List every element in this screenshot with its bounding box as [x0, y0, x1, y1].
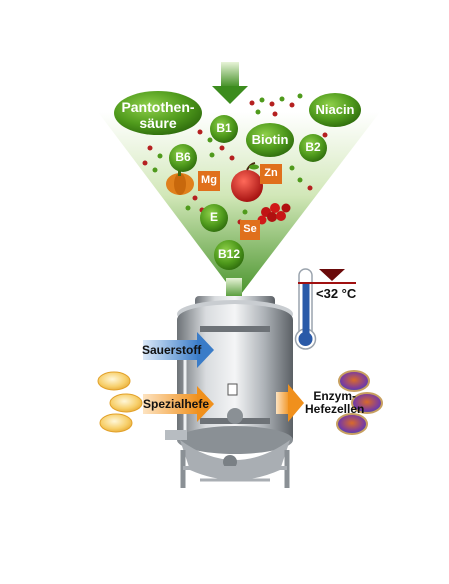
vitamin-b1-label: B1: [216, 121, 232, 135]
selenium-label: Se: [243, 223, 257, 235]
top-inflow-arrow: [212, 62, 248, 104]
pantothenic-acid-line1: Pantothen-: [121, 99, 195, 115]
magnesium-label: Mg: [201, 174, 217, 186]
biotin-label: Biotin: [251, 132, 289, 147]
vitamin-e-ball: [200, 204, 228, 232]
vitamin-b2-label: B2: [305, 140, 321, 154]
vitamin-e-label: E: [209, 210, 218, 224]
zinc-label: Zn: [264, 167, 278, 179]
niacin-ball: [309, 93, 361, 127]
thermometer-icon: [294, 268, 356, 350]
pantothenic-acid-ball: [114, 91, 202, 135]
apple-fruit: [231, 162, 263, 202]
oxygen-label: Sauerstoff: [142, 343, 202, 357]
enzyme-yeast-label: Enzym- Hefezellen: [305, 390, 364, 415]
vitamin-b12-label: B12: [217, 247, 240, 261]
enzyme-yeast-cells: [336, 370, 383, 435]
vitamin-b1-ball: [210, 115, 238, 143]
special-yeast-discs: [97, 371, 143, 433]
enzyme-yeast-line1: Enzym-: [313, 389, 357, 403]
pantothenic-acid-label: Pantothen- säure: [114, 99, 202, 131]
temperature-label: <32 °C: [316, 286, 357, 301]
enzyme-yeast-line2: Hefezellen: [305, 401, 365, 416]
vitamin-b6-label: B6: [175, 150, 191, 164]
output-arrow: [276, 384, 304, 422]
vitamin-b6-ball: [169, 144, 197, 172]
selenium-square: [240, 220, 260, 240]
micronutrient-dots: [142, 93, 328, 225]
pantothenic-acid-line2: säure: [139, 115, 177, 131]
pumpkin-fruit: [166, 170, 194, 195]
yeast-inflow-arrow: [143, 386, 214, 422]
fermenter-tank: [165, 296, 293, 488]
oxygen-inflow-arrow: [143, 332, 214, 368]
vitamin-b2-ball: [299, 134, 327, 162]
vitamin-b12-ball: [214, 240, 244, 270]
biotin-ball: [246, 123, 294, 157]
magnesium-square: [198, 171, 220, 191]
zinc-square: [260, 164, 282, 184]
niacin-label: Niacin: [315, 102, 355, 117]
special-yeast-label: Spezialhefe: [143, 397, 210, 411]
